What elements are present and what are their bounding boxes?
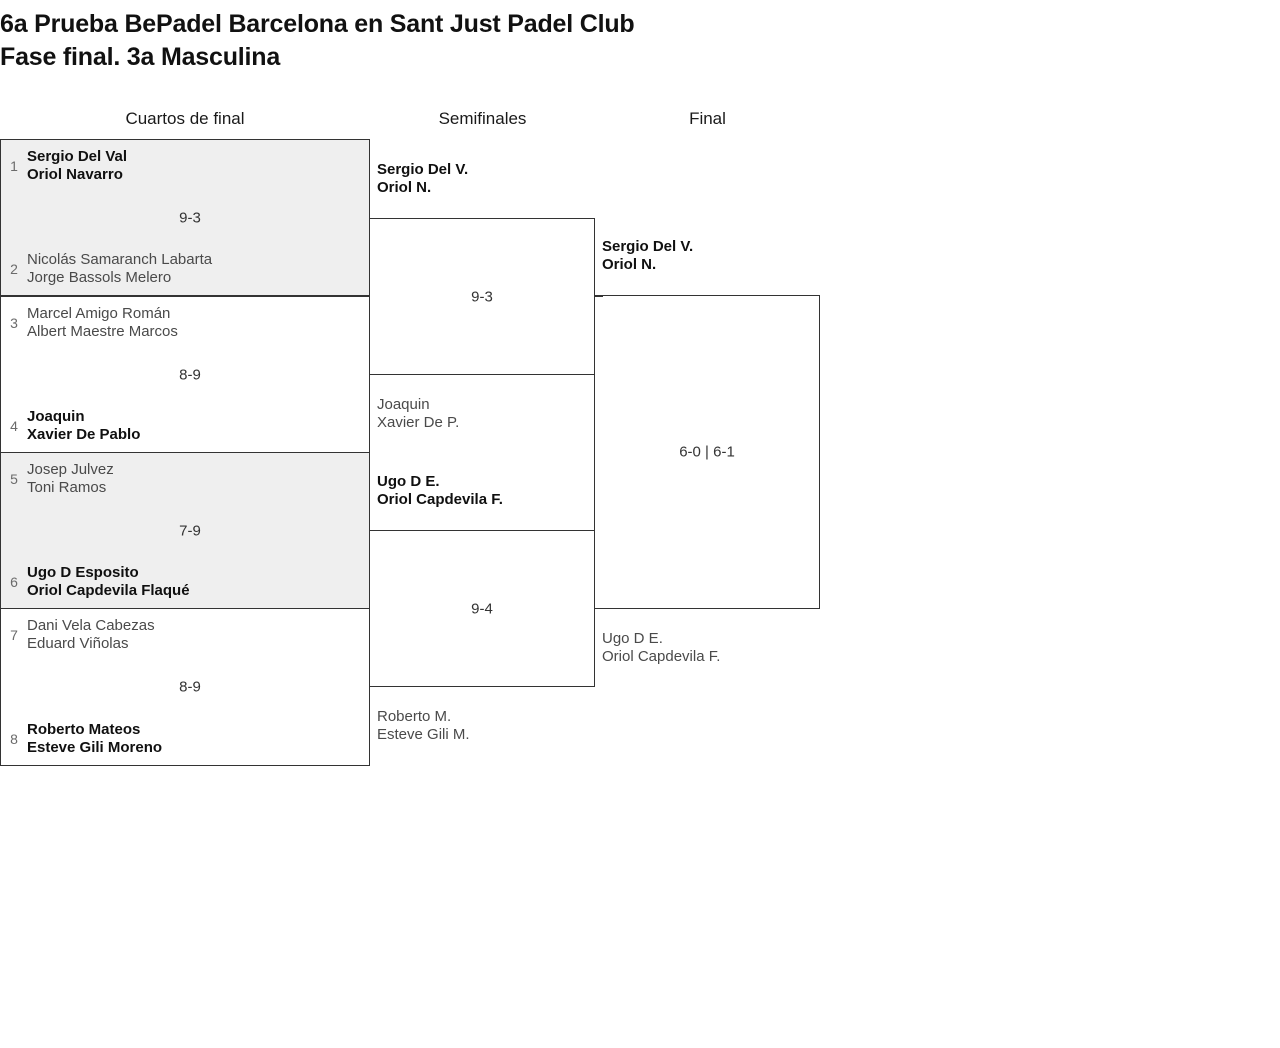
- player-name: Esteve Gili Moreno: [27, 739, 163, 756]
- match-quarterfinal-1[interactable]: 1 Sergio Del Val Oriol Navarro 9-3 2 Nic…: [0, 139, 370, 296]
- player-name: Oriol Capdevila F.: [377, 491, 503, 508]
- seed-number: 2: [10, 261, 18, 277]
- player-name: Eduard Viñolas: [27, 635, 129, 652]
- page-title: 6a Prueba BePadel Barcelona en Sant Just…: [0, 8, 1100, 74]
- player-name: Nicolás Samaranch Labarta: [27, 251, 213, 268]
- team-names: Sergio Del V. Oriol N.: [602, 238, 819, 274]
- match-score: 9-3: [179, 209, 201, 226]
- connector-semifinal-2-to-final: [595, 608, 603, 609]
- round-header-quarterfinals: Cuartos de final: [125, 109, 245, 128]
- match-team-top[interactable]: Ugo D E. Oriol Capdevila F.: [370, 473, 594, 509]
- seed-number: 1: [10, 158, 18, 174]
- match-quarterfinal-3[interactable]: 5 Josep Julvez Toni Ramos 7-9 6 Ugo D Es…: [0, 452, 370, 609]
- team-names: Nicolás Samaranch Labarta Jorge Bassols …: [27, 251, 369, 287]
- player-name: Oriol Navarro: [27, 166, 123, 183]
- player-name: Sergio Del Val: [27, 148, 128, 165]
- team-names: Sergio Del Val Oriol Navarro: [27, 148, 369, 184]
- team-names: Dani Vela Cabezas Eduard Viñolas: [27, 617, 369, 653]
- player-name: Ugo D E.: [602, 630, 663, 647]
- player-name: Ugo D Esposito: [27, 564, 139, 581]
- player-name: Jorge Bassols Melero: [27, 269, 172, 286]
- player-name: Oriol Capdevila F.: [602, 648, 721, 665]
- player-name: Roberto M.: [377, 708, 452, 725]
- player-name: Sergio Del V.: [602, 238, 694, 255]
- match-final[interactable]: Sergio Del V. Oriol N. 6-0 | 6-1 Ugo D E…: [594, 238, 820, 665]
- match-score: 9-4: [471, 600, 493, 617]
- player-name: Joaquin: [377, 396, 430, 413]
- team-names: Joaquin Xavier De Pablo: [27, 408, 369, 444]
- match-score: 8-9: [179, 366, 201, 383]
- player-name: Esteve Gili M.: [377, 726, 470, 743]
- match-team-top[interactable]: 7 Dani Vela Cabezas Eduard Viñolas: [1, 617, 369, 653]
- team-names: Ugo D E. Oriol Capdevila F.: [602, 630, 819, 666]
- round-header-semifinals: Semifinales: [438, 109, 527, 128]
- team-names: Sergio Del V. Oriol N.: [377, 161, 594, 197]
- tournament-phase: Fase final. 3a Masculina: [0, 43, 281, 71]
- match-quarterfinal-2[interactable]: 3 Marcel Amigo Román Albert Maestre Marc…: [0, 296, 370, 453]
- team-names: Joaquin Xavier De P.: [377, 396, 594, 432]
- player-name: Oriol Capdevila Flaqué: [27, 582, 190, 599]
- player-name: Sergio Del V.: [377, 161, 469, 178]
- match-score: 6-0 | 6-1: [679, 443, 735, 461]
- player-name: Xavier De P.: [377, 414, 460, 431]
- match-score: 9-3: [471, 288, 493, 305]
- player-name: Dani Vela Cabezas: [27, 617, 155, 634]
- seed-number: 8: [10, 731, 18, 747]
- player-name: Ugo D E.: [377, 473, 440, 490]
- player-name: Roberto Mateos: [27, 721, 141, 738]
- seed-number: 7: [10, 627, 18, 643]
- player-name: Oriol N.: [602, 256, 657, 273]
- team-names: Ugo D Esposito Oriol Capdevila Flaqué: [27, 564, 369, 600]
- player-name: Xavier De Pablo: [27, 426, 141, 443]
- player-name: Joaquin: [27, 408, 85, 425]
- match-team-bottom[interactable]: Roberto M. Esteve Gili M.: [370, 708, 594, 744]
- match-semifinal-1[interactable]: Sergio Del V. Oriol N. 9-3 Joaquin Xavie…: [369, 161, 595, 431]
- player-name: Marcel Amigo Román: [27, 305, 171, 322]
- round-header-final: Final: [689, 109, 726, 128]
- player-name: Josep Julvez: [27, 461, 114, 478]
- match-team-top[interactable]: Sergio Del V. Oriol N.: [595, 238, 819, 274]
- match-team-bottom[interactable]: 2 Nicolás Samaranch Labarta Jorge Bassol…: [1, 251, 369, 287]
- match-quarterfinal-4[interactable]: 7 Dani Vela Cabezas Eduard Viñolas 8-9 8…: [0, 608, 370, 766]
- match-team-bottom[interactable]: Joaquin Xavier De P.: [370, 396, 594, 432]
- seed-number: 4: [10, 418, 18, 434]
- match-team-bottom[interactable]: Ugo D E. Oriol Capdevila F.: [595, 630, 819, 666]
- team-names: Josep Julvez Toni Ramos: [27, 461, 369, 497]
- match-score: 7-9: [179, 522, 201, 539]
- match-team-bottom[interactable]: 6 Ugo D Esposito Oriol Capdevila Flaqué: [1, 564, 369, 600]
- seed-number: 5: [10, 471, 18, 487]
- team-names: Roberto Mateos Esteve Gili Moreno: [27, 721, 369, 757]
- team-names: Marcel Amigo Román Albert Maestre Marcos: [27, 305, 369, 341]
- connector-semifinal-1-to-final: [595, 296, 603, 297]
- team-names: Roberto M. Esteve Gili M.: [377, 708, 594, 744]
- match-team-top[interactable]: 5 Josep Julvez Toni Ramos: [1, 461, 369, 497]
- player-name: Oriol N.: [377, 179, 432, 196]
- match-team-bottom[interactable]: 4 Joaquin Xavier De Pablo: [1, 408, 369, 444]
- seed-number: 3: [10, 315, 18, 331]
- match-semifinal-2[interactable]: Ugo D E. Oriol Capdevila F. 9-4 Roberto …: [369, 473, 595, 743]
- seed-number: 6: [10, 574, 18, 590]
- match-team-top[interactable]: 1 Sergio Del Val Oriol Navarro: [1, 148, 369, 184]
- player-name: Toni Ramos: [27, 479, 107, 496]
- team-names: Ugo D E. Oriol Capdevila F.: [377, 473, 594, 509]
- match-team-bottom[interactable]: 8 Roberto Mateos Esteve Gili Moreno: [1, 721, 369, 757]
- match-team-top[interactable]: 3 Marcel Amigo Román Albert Maestre Marc…: [1, 305, 369, 341]
- match-team-top[interactable]: Sergio Del V. Oriol N.: [370, 161, 594, 197]
- match-score: 8-9: [179, 678, 201, 696]
- tournament-name: 6a Prueba BePadel Barcelona en Sant Just…: [0, 10, 635, 38]
- player-name: Albert Maestre Marcos: [27, 323, 178, 340]
